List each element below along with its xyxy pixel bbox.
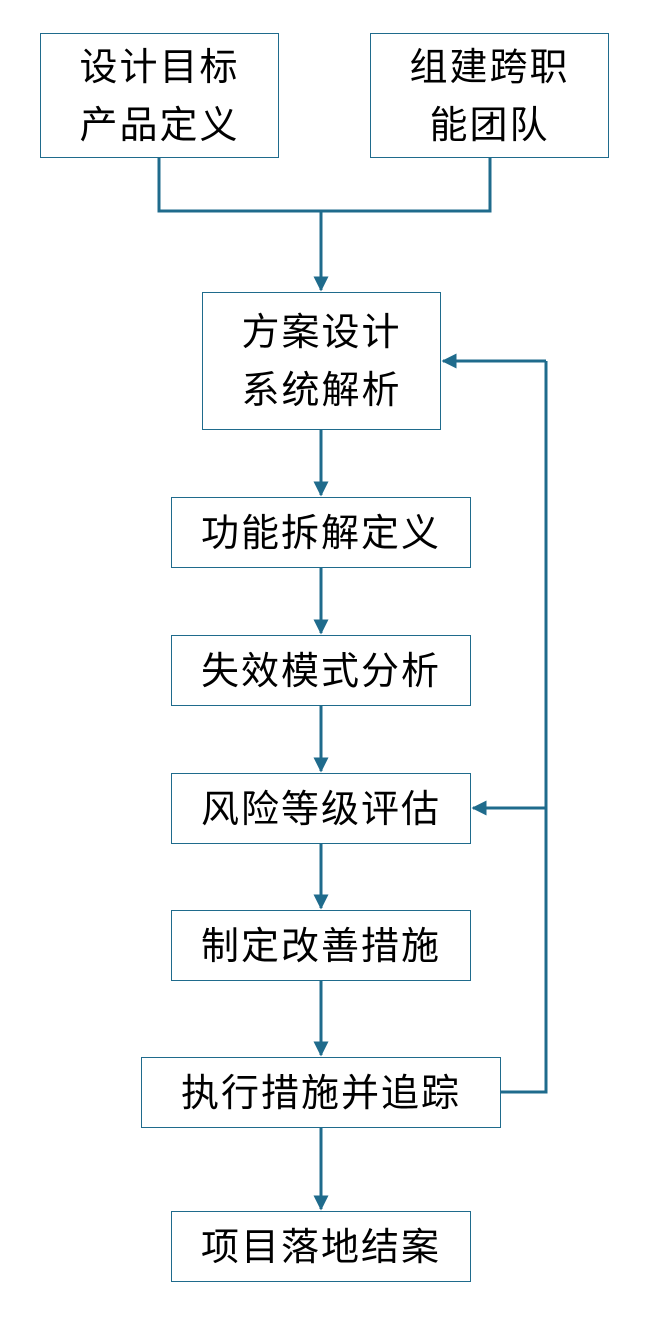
design-goal-box: 设计目标 产品定义 — [40, 33, 279, 158]
merge-connector — [157, 158, 492, 213]
project-close-box: 项目落地结案 — [171, 1211, 471, 1282]
project-close-label: 项目落地结案 — [200, 1224, 441, 1269]
risk-assessment-label: 风险等级评估 — [200, 786, 441, 831]
function-breakdown-box: 功能拆解定义 — [171, 497, 471, 568]
build-team-box: 组建跨职 能团队 — [370, 33, 609, 158]
failure-mode-box: 失效模式分析 — [171, 635, 471, 706]
improvement-plan-label: 制定改善措施 — [200, 923, 441, 968]
scheme-design-line1: 方案设计 — [241, 310, 402, 354]
scheme-design-line2: 系统解析 — [241, 368, 402, 412]
feedback-loop-line — [501, 361, 548, 1094]
build-team-line1: 组建跨职 — [409, 44, 570, 89]
build-team-line2: 能团队 — [429, 102, 550, 147]
risk-assessment-box: 风险等级评估 — [171, 773, 471, 844]
improvement-plan-box: 制定改善措施 — [171, 910, 471, 981]
function-breakdown-label: 功能拆解定义 — [200, 510, 441, 555]
design-goal-line2: 产品定义 — [79, 102, 240, 147]
failure-mode-label: 失效模式分析 — [200, 648, 441, 693]
scheme-design-box: 方案设计 系统解析 — [202, 292, 441, 430]
execute-track-box: 执行措施并追踪 — [141, 1057, 501, 1128]
execute-track-label: 执行措施并追踪 — [180, 1070, 461, 1115]
design-goal-line1: 设计目标 — [79, 44, 240, 89]
